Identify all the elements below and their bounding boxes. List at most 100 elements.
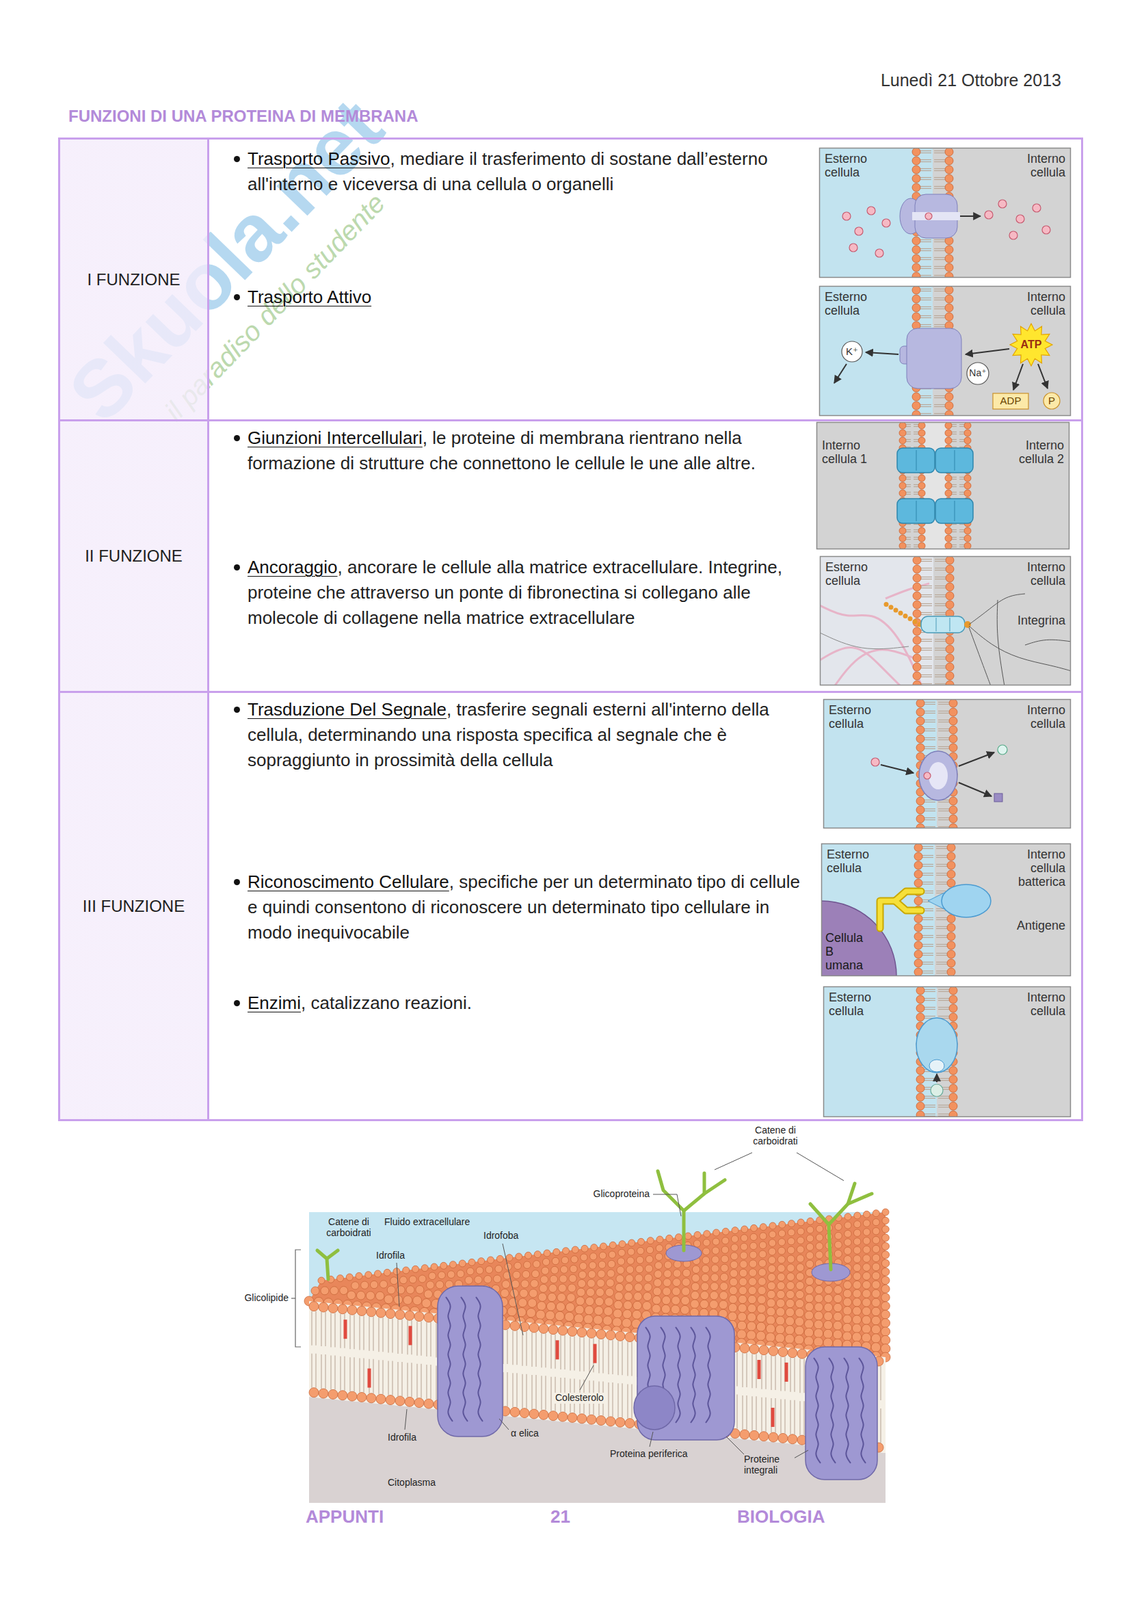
- lipid-head: [862, 1297, 872, 1307]
- lipid-tail: [378, 1316, 379, 1352]
- lipid-tail: [607, 1381, 609, 1417]
- lipid-head: [730, 1260, 738, 1268]
- lipid-head: [815, 1241, 824, 1250]
- lipid-tail: [803, 1358, 805, 1393]
- lipid-head: [853, 1254, 861, 1263]
- molecule-label: ADP: [1000, 395, 1022, 407]
- lipid-tail: [774, 1397, 776, 1432]
- lipid-tail: [579, 1336, 580, 1372]
- lipid-head: [656, 1235, 664, 1243]
- lipid-head: [652, 1295, 662, 1305]
- lipid-head: [588, 1269, 596, 1278]
- lipid-head: [746, 1329, 757, 1340]
- lipid-tail: [430, 1364, 431, 1399]
- lipid-tail: [382, 1316, 383, 1352]
- lipid-head: [600, 1242, 608, 1250]
- lipid-head: [768, 1247, 777, 1255]
- lipid-head: [769, 1230, 777, 1237]
- carbohydrate-chain: [326, 1249, 338, 1259]
- lipid-head: [578, 1270, 587, 1279]
- lipid-tail: [391, 1360, 393, 1395]
- lipid-head: [749, 1343, 760, 1354]
- lipid-head: [663, 1269, 672, 1277]
- lipid-head: [756, 1321, 766, 1331]
- lipid-tail: [334, 1312, 336, 1347]
- lipid-tail: [506, 1371, 508, 1406]
- leader-line: [396, 1262, 400, 1307]
- panel-label: Antigene: [1016, 918, 1066, 933]
- lipid-tail: [521, 1331, 523, 1366]
- lipid-tail: [741, 1352, 743, 1387]
- lipid-head: [786, 1289, 795, 1298]
- lipid-head: [833, 1311, 843, 1321]
- lipid-head: [603, 1315, 613, 1326]
- lipid-head: [854, 1211, 861, 1219]
- lipid-tail: [631, 1341, 632, 1376]
- lipid-head: [594, 1306, 604, 1315]
- lipid-head: [361, 1280, 369, 1289]
- cholesterol: [593, 1343, 597, 1363]
- lipid-head: [794, 1325, 804, 1335]
- lipid-head: [515, 1252, 523, 1260]
- lipid-tail: [531, 1374, 532, 1409]
- lipid-tail: [406, 1362, 408, 1397]
- lipid-head: [346, 1273, 353, 1281]
- lipid-head: [654, 1269, 662, 1278]
- lipid-head: [787, 1433, 798, 1444]
- molecule-label: ATP: [1020, 338, 1043, 351]
- lipid-tail: [761, 1396, 762, 1432]
- lipid-tail: [588, 1337, 590, 1372]
- lipid-head: [383, 1268, 391, 1276]
- lipid-head: [566, 1293, 576, 1302]
- lipid-head: [655, 1252, 663, 1261]
- lipid-head: [852, 1323, 861, 1333]
- lipid-head: [588, 1260, 597, 1269]
- lipid-head: [758, 1267, 767, 1276]
- lipid-head: [750, 1223, 758, 1231]
- lipid-head: [700, 1299, 710, 1309]
- lipid-tail: [353, 1356, 355, 1391]
- lipid-head: [320, 1286, 329, 1295]
- lipid-head: [551, 1265, 559, 1274]
- lipid-head: [351, 1281, 359, 1289]
- lipid-head: [737, 1320, 747, 1330]
- lipid-head: [553, 1247, 561, 1255]
- lipid-head: [862, 1288, 871, 1298]
- bullet-item: Riconoscimento Cellulare, specifiche per…: [231, 869, 802, 946]
- lipid-head: [843, 1314, 853, 1324]
- lipid-head: [776, 1298, 785, 1308]
- alpha-helix: [843, 1357, 851, 1463]
- lipid-head: [795, 1298, 805, 1308]
- lipid-tail: [401, 1361, 403, 1396]
- lipid-head: [692, 1265, 700, 1273]
- lipid-tail: [774, 1355, 776, 1390]
- lipid-head: [871, 1324, 881, 1334]
- lipid-head: [404, 1396, 415, 1406]
- row-heading: I FUNZIONE: [60, 270, 208, 290]
- panel-label: Esterno cellula: [824, 289, 868, 318]
- panel-label: Interno cellula: [1027, 990, 1066, 1018]
- lipid-head: [871, 1333, 881, 1343]
- lipid-tail: [426, 1364, 427, 1399]
- lipid-head: [804, 1327, 814, 1337]
- lipid-head: [834, 1249, 842, 1257]
- lipid-head: [881, 1284, 890, 1293]
- lipid-head: [711, 1255, 720, 1263]
- lipid-head: [881, 1301, 891, 1311]
- panel-label: Interno cellula 2: [999, 438, 1064, 466]
- lipid-head: [369, 1280, 378, 1288]
- lipid-head: [880, 1326, 890, 1336]
- lipid-head: [759, 1431, 769, 1441]
- lipid-head: [862, 1314, 872, 1324]
- lipid-head: [447, 1270, 455, 1279]
- lipid-head: [651, 1304, 661, 1313]
- part-label: Proteine integrali: [742, 1453, 795, 1475]
- cholesterol: [771, 1407, 775, 1427]
- lipid-tail: [324, 1353, 326, 1389]
- lipid-tail: [780, 1398, 781, 1433]
- part-label: Proteina periferica: [608, 1448, 690, 1460]
- lipid-head: [823, 1284, 833, 1294]
- lipid-head: [393, 1294, 403, 1304]
- lipid-head: [587, 1278, 596, 1287]
- lipid-head: [635, 1265, 644, 1273]
